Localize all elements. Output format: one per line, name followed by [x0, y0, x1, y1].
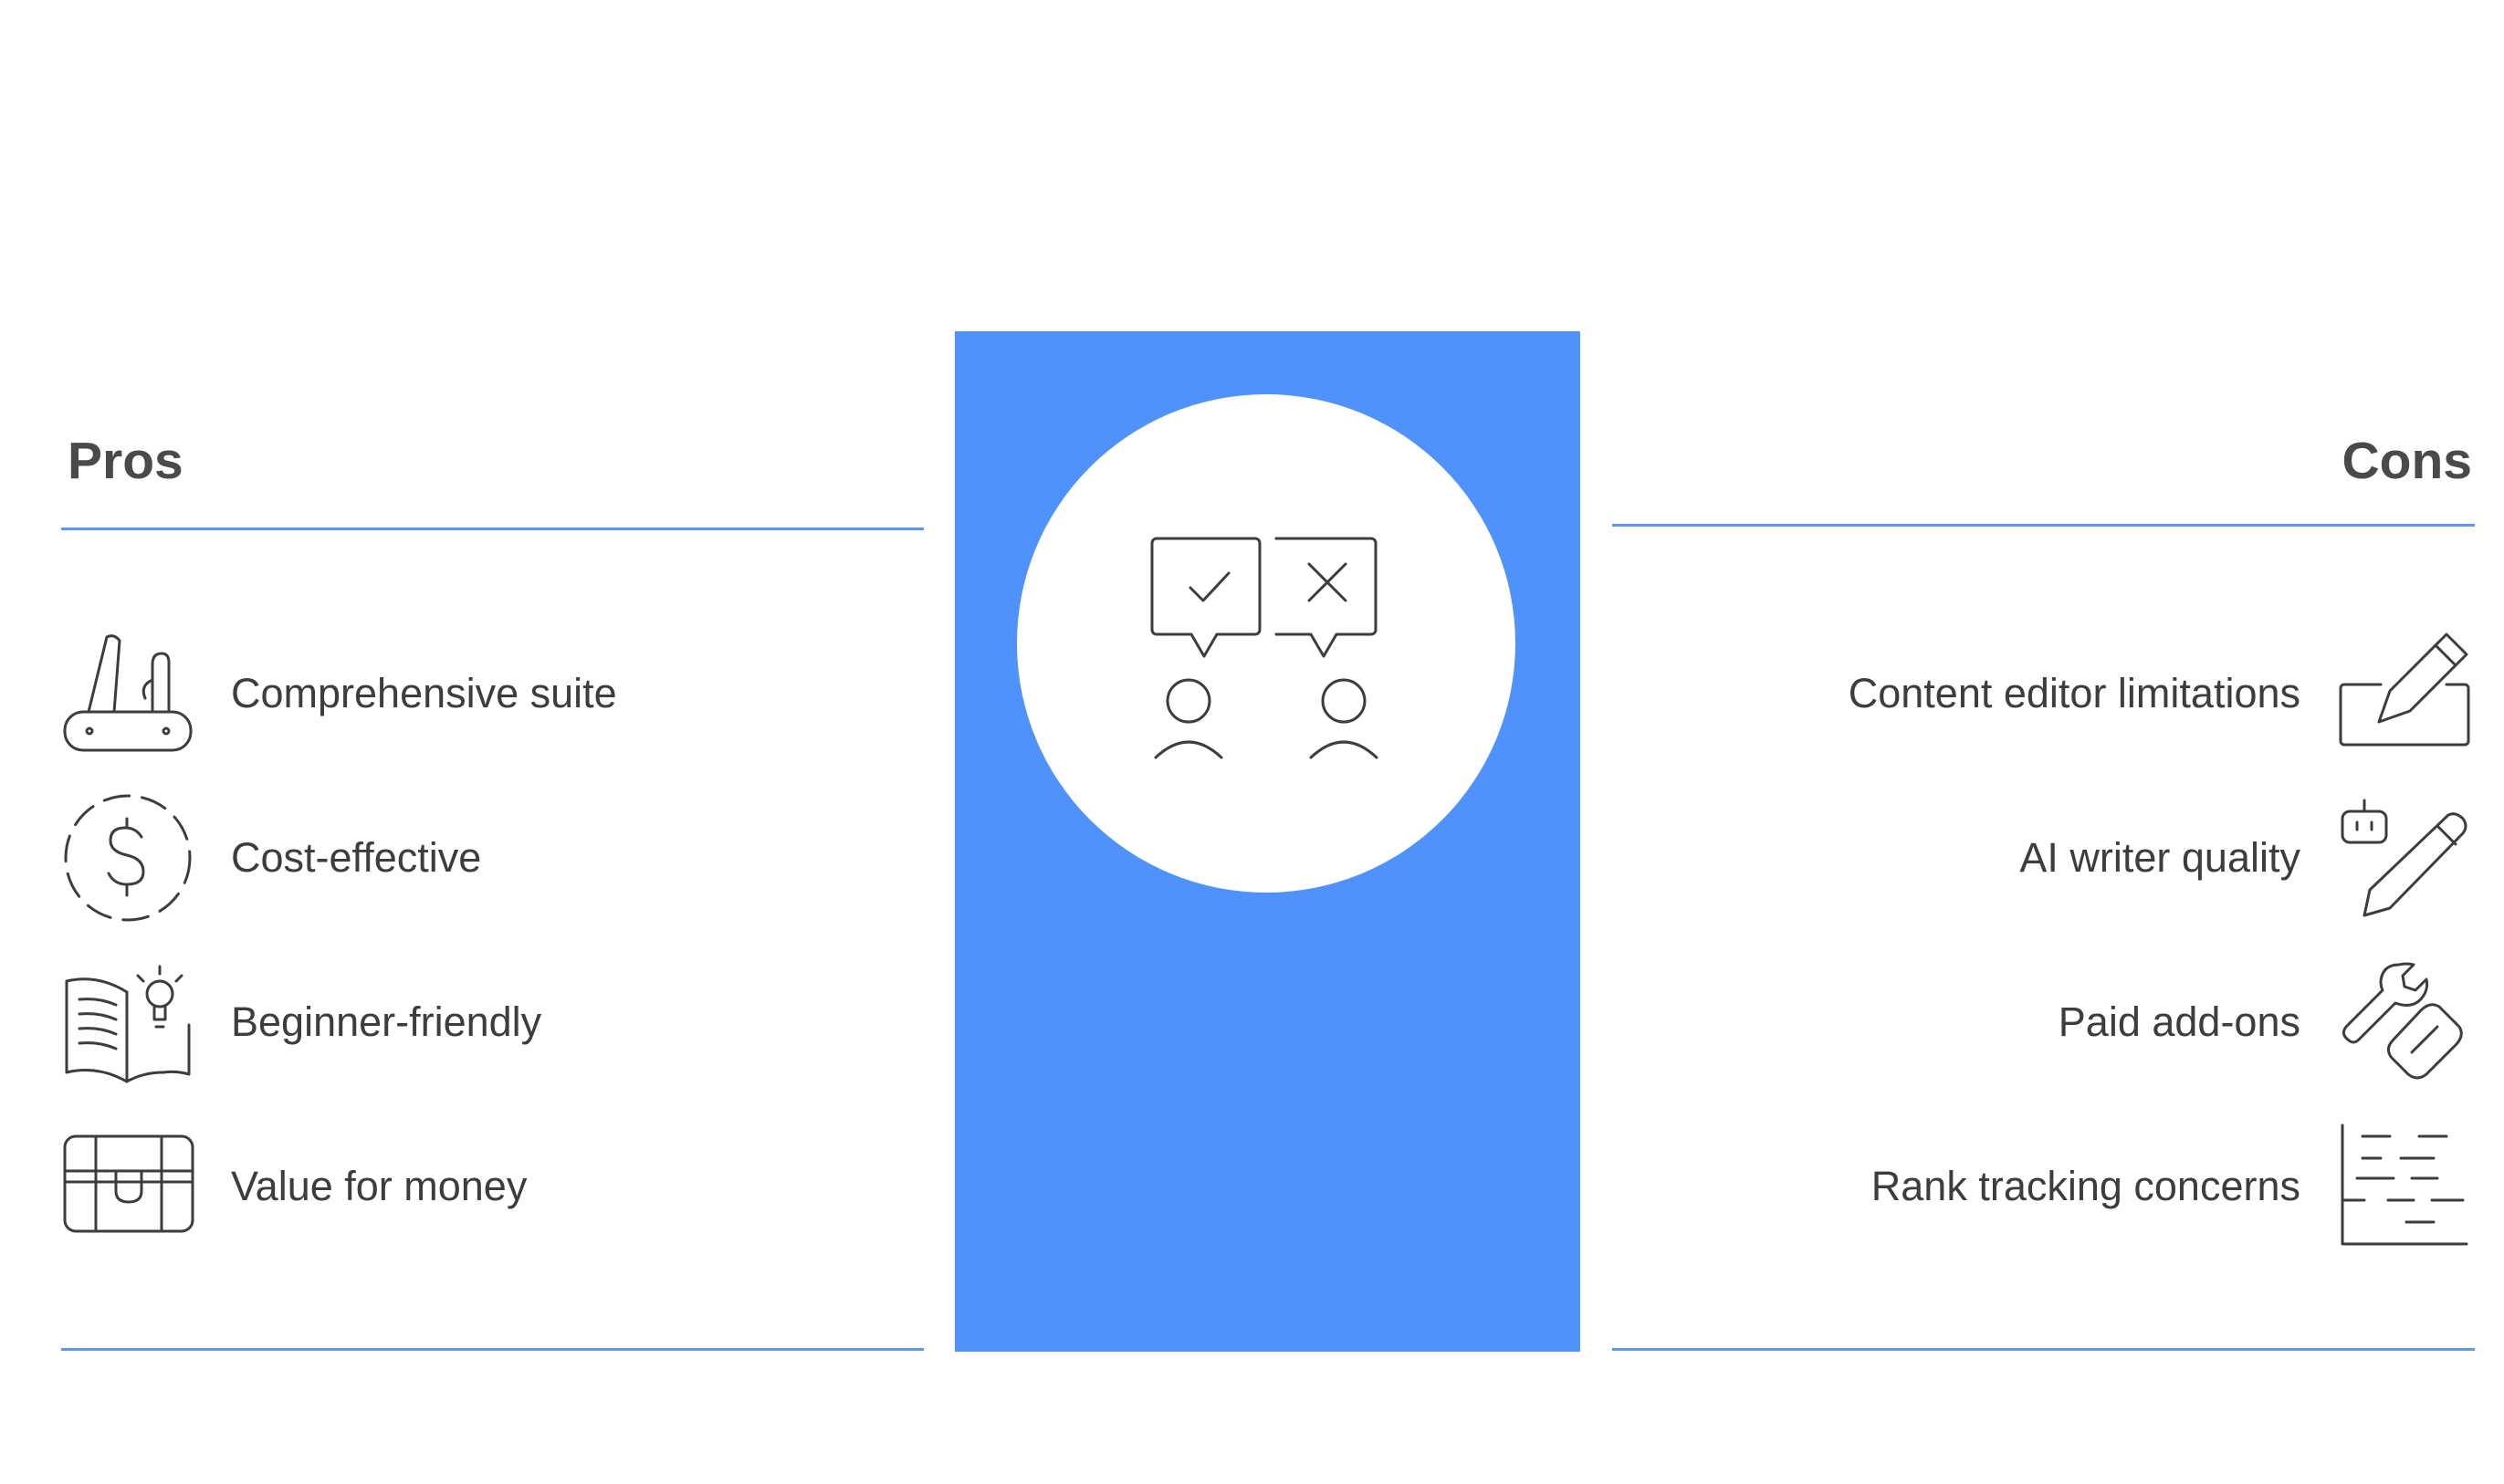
cons-bottom-divider	[1612, 1348, 2475, 1351]
pros-item-label: Cost-effective	[231, 834, 482, 881]
cons-item-label: Content editor limitations	[1848, 670, 2300, 716]
swiss-army-knife-icon	[61, 625, 196, 762]
chart-lines-icon	[2337, 1118, 2472, 1255]
cons-top-divider	[1612, 524, 2475, 527]
treasure-chest-icon	[61, 1118, 196, 1255]
cons-item-label: AI writer quality	[2019, 834, 2300, 881]
pros-top-divider	[61, 528, 924, 530]
pros-bottom-divider	[61, 1348, 924, 1351]
robot-pencil-icon	[2337, 789, 2472, 926]
cons-item-ai-writer-quality: AI writer quality	[2019, 789, 2472, 926]
pencil-editor-icon	[2337, 625, 2472, 762]
pros-item-label: Beginner-friendly	[231, 998, 542, 1045]
pros-item-cost-effective: Cost-effective	[61, 789, 481, 926]
pros-item-comprehensive-suite: Comprehensive suite	[61, 625, 617, 762]
center-panel	[955, 331, 1580, 1352]
people-agree-disagree-icon	[1150, 537, 1378, 759]
pros-item-value-for-money: Value for money	[61, 1118, 527, 1255]
pros-item-label: Value for money	[231, 1163, 528, 1209]
cons-item-label: Paid add-ons	[2058, 998, 2300, 1045]
book-lightbulb-icon	[61, 954, 196, 1091]
dollar-circle-icon	[61, 789, 196, 926]
cons-heading: Cons	[2342, 432, 2473, 490]
center-circle	[1017, 394, 1515, 893]
pros-item-label: Comprehensive suite	[231, 670, 617, 716]
pros-item-beginner-friendly: Beginner-friendly	[61, 954, 541, 1091]
wrench-link-icon	[2337, 954, 2472, 1091]
cons-item-rank-tracking-concerns: Rank tracking concerns	[1871, 1118, 2472, 1255]
cons-item-content-editor-limitations: Content editor limitations	[1849, 625, 2472, 762]
pros-heading: Pros	[68, 432, 183, 490]
cons-item-label: Rank tracking concerns	[1870, 1163, 2300, 1209]
cons-item-paid-add-ons: Paid add-ons	[2059, 954, 2472, 1091]
